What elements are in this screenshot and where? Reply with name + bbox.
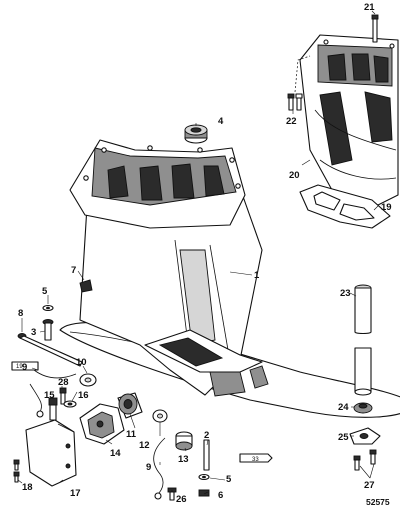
tag-33-text: 33: [252, 457, 259, 463]
callout-numbers: 1 2 3 4 5 5 6 7 8 9 9 10 11 12 13 14 15 …: [18, 2, 392, 505]
callout-23: 23: [340, 288, 351, 299]
callout-11: 11: [126, 429, 137, 440]
ground-wire-9-left: 19: [11, 361, 77, 418]
callout-25: 25: [338, 432, 349, 443]
bolt-15: [48, 397, 58, 421]
stud-2: [203, 439, 210, 471]
callout-24: 24: [338, 402, 349, 413]
callout-3: 3: [31, 327, 36, 338]
screws-18: [13, 459, 20, 483]
washer-16: [63, 400, 77, 408]
callout-21: 21: [364, 2, 375, 13]
washer-5-upper: [42, 304, 54, 312]
rubber-mount-11: [117, 392, 143, 419]
callout-5-lower: 5: [226, 474, 232, 485]
callout-20: 20: [289, 170, 300, 181]
callout-6: 6: [218, 490, 223, 501]
callout-19: 19: [381, 202, 392, 213]
sealant-tag-33: 33: [239, 453, 273, 463]
callout-15: 15: [44, 390, 55, 401]
leader-lines: [17, 10, 379, 495]
callout-26: 26: [176, 494, 187, 505]
bolt-22: [287, 55, 311, 111]
grommet-13: [175, 431, 193, 451]
callout-1: 1: [254, 270, 260, 281]
callout-18: 18: [22, 482, 33, 493]
washer-10: [79, 373, 97, 387]
callout-12: 12: [139, 440, 150, 451]
mount-bracket-14: [79, 403, 125, 445]
exhaust-adapter-plate: [299, 34, 399, 206]
bolt-3: [42, 319, 54, 341]
bracket-25: [349, 427, 381, 445]
callout-10: 10: [76, 357, 87, 368]
washer-12: [152, 409, 168, 423]
seal-24: [353, 402, 373, 414]
tag-19-text: 19: [16, 364, 23, 370]
nut-6: [198, 489, 210, 497]
grommet-4: [184, 124, 208, 144]
gasket-19: [299, 184, 391, 229]
bolt-21: [371, 14, 379, 43]
callout-9-left: 9: [22, 362, 27, 373]
driveshaft-tube-23: [354, 284, 372, 396]
ground-wire-9-right: [153, 437, 166, 500]
screws-27: [353, 449, 377, 471]
driveshaft-housing: [59, 139, 400, 418]
plug-7: [79, 279, 93, 293]
reference-number: 52575: [366, 497, 390, 507]
side-mount-17: [25, 419, 77, 487]
washer-5-lower: [198, 473, 210, 481]
callout-17: 17: [70, 488, 81, 499]
callout-4: 4: [218, 116, 224, 127]
callout-16: 16: [78, 390, 89, 401]
callout-5-upper: 5: [42, 286, 48, 297]
screw-26: [167, 487, 177, 501]
callout-13: 13: [178, 454, 189, 465]
callout-9-right: 9: [146, 462, 151, 473]
bolt-8: [17, 333, 83, 367]
callout-22: 22: [286, 116, 297, 127]
callout-2: 2: [204, 430, 209, 441]
callout-7: 7: [71, 265, 76, 276]
screw-28: [59, 387, 67, 405]
callout-8: 8: [18, 308, 23, 319]
callout-27: 27: [364, 480, 375, 491]
callout-14: 14: [110, 448, 121, 459]
callout-28: 28: [58, 377, 69, 388]
